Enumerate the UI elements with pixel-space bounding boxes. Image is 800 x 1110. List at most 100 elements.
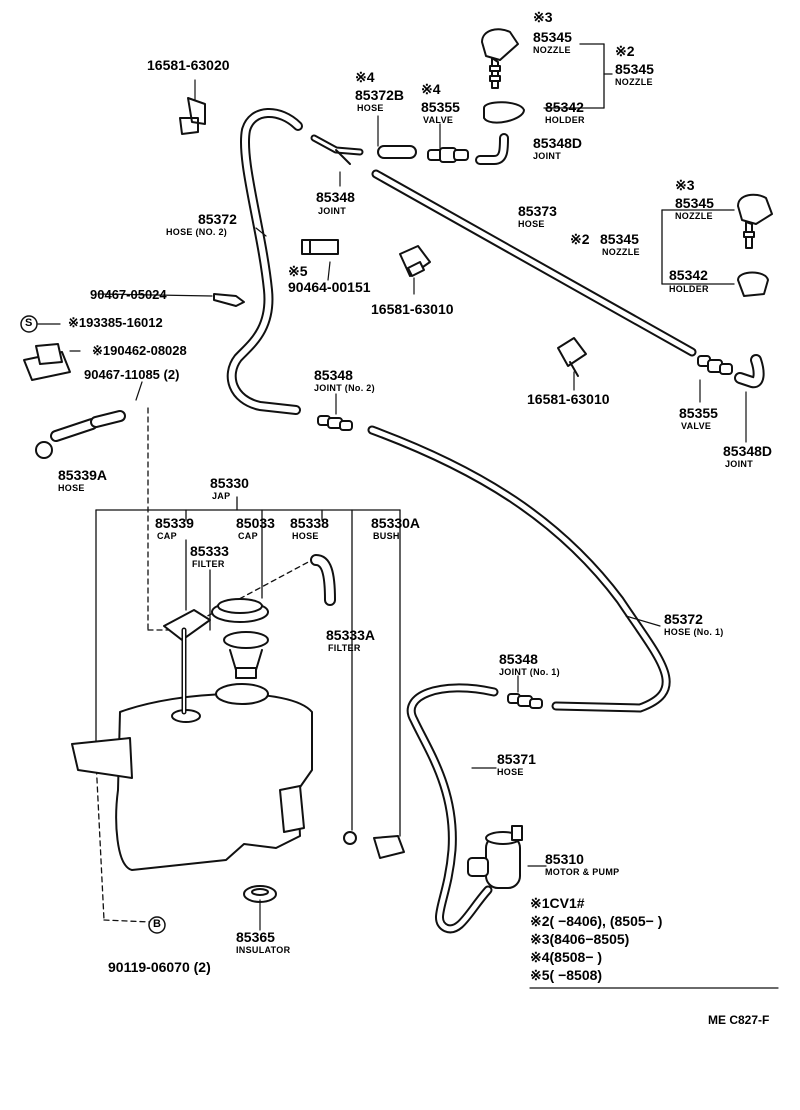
label-90467-11085: 90467-11085 (2) (84, 367, 180, 382)
assembly-lines (95, 496, 401, 837)
label-85342-right: 85342 (669, 267, 708, 283)
label-85348-no2: 85348 (314, 367, 353, 383)
label-16581-63010a: 16581-63010 (371, 301, 454, 317)
clip-90467-05024 (213, 293, 245, 307)
name-85372B: HOSE (357, 103, 384, 113)
label-85330A: 85330A (371, 515, 421, 531)
label-85372-no1: 85372 (664, 611, 703, 627)
legend-line-1: ※1CV1# (530, 895, 585, 911)
label-85355-top: 85355 (421, 99, 460, 115)
label-85345-top: 85345 (533, 29, 572, 45)
label-90467-05024: 90467-05024 (90, 287, 167, 302)
label-85339: 85339 (155, 515, 194, 531)
label-193385: ※193385-16012 (68, 315, 163, 330)
label-85342-top: 85342 (545, 99, 584, 115)
name-85330A: BUSH (373, 531, 400, 541)
label-85365: 85365 (236, 929, 275, 945)
label-85355-right: 85355 (679, 405, 718, 421)
name-85355-top: VALVE (423, 115, 454, 125)
label-85373: 85373 (518, 203, 557, 219)
joint-85348D-top (475, 133, 509, 165)
symbol-b: B (153, 918, 161, 930)
label-85345-top2: 85345 (615, 61, 654, 77)
mark-85372B: ※4 (355, 69, 375, 85)
hose-85339A (35, 410, 126, 459)
bracket-right (661, 209, 735, 285)
name-85310: MOTOR & PUMP (545, 867, 620, 877)
label-90464: 90464-00151 (288, 279, 371, 295)
cap-85033 (211, 598, 269, 623)
clip-16581-63010a (399, 245, 431, 277)
hose-85372B (377, 145, 417, 159)
hose-85373 (371, 169, 697, 357)
label-90119: 90119-06070 (2) (108, 959, 211, 975)
label-85348-top: 85348 (316, 189, 355, 205)
valve-85355-top (427, 147, 469, 163)
name-85345-top: NOZZLE (533, 45, 571, 55)
clip-16581-63010b (557, 337, 587, 377)
label-85333: 85333 (190, 543, 229, 559)
name-85333: FILTER (192, 559, 225, 569)
symbol-circles (20, 315, 166, 934)
legend-line-2: ※2( −8406), (8505− ) (530, 913, 663, 929)
name-85033: CAP (238, 531, 258, 541)
mark-90464: ※5 (288, 263, 308, 279)
name-85339: CAP (157, 531, 177, 541)
clip-90464 (301, 239, 339, 255)
name-85333A: FILTER (328, 643, 361, 653)
mark-85345-top: ※3 (533, 9, 553, 25)
name-85371: HOSE (497, 767, 524, 777)
hose-85372-no1 (367, 425, 671, 713)
joint-85348D-right (734, 354, 765, 389)
label-85339A: 85339A (58, 467, 108, 483)
label-190462: ※190462-08028 (92, 343, 187, 358)
name-85372-no1: HOSE (No. 1) (664, 627, 724, 637)
legend-line-3: ※3(8406−8505) (530, 931, 630, 947)
joint-85348-no1 (507, 693, 543, 709)
label-85333A: 85333A (326, 627, 376, 643)
name-85339A: HOSE (58, 483, 85, 493)
name-85345-right2: NOZZLE (602, 247, 640, 257)
cap-85339 (163, 609, 211, 641)
symbol-s: S (25, 317, 33, 329)
legend-line-5: ※5( −8508) (530, 967, 603, 983)
label-85033: 85033 (236, 515, 275, 531)
name-85348D-right: JOINT (725, 459, 754, 469)
label-85310: 85310 (545, 851, 584, 867)
motor-pump-85310 (467, 825, 523, 889)
mark-85345-top2: ※2 (615, 43, 635, 59)
hose-85371 (406, 683, 499, 934)
name-85348-no1: JOINT (No. 1) (499, 667, 560, 677)
mark-85345-right2: ※2 (570, 231, 590, 247)
label-85348-no1: 85348 (499, 651, 538, 667)
name-85348D-top: JOINT (533, 151, 562, 161)
mark-85355-top: ※4 (421, 81, 441, 97)
name-85373: HOSE (518, 219, 545, 229)
bush-85330A (373, 835, 405, 859)
name-85372-no2: HOSE (NO. 2) (166, 227, 228, 237)
label-85372-no2: 85372 (198, 211, 237, 227)
label-85345-right2: 85345 (600, 231, 639, 247)
label-85345-right3: 85345 (675, 195, 714, 211)
filter-85333A (343, 831, 357, 845)
joint-85348-no2 (317, 415, 353, 431)
washer-tank (71, 627, 313, 871)
nozzle-85345-right (737, 193, 773, 297)
joint-85348-top (310, 134, 364, 165)
name-85348-top: JOINT (318, 206, 347, 216)
name-85330: JAP (212, 491, 231, 501)
hose-85338 (310, 554, 336, 606)
name-85342-right: HOLDER (669, 284, 709, 294)
label-85371: 85371 (497, 751, 536, 767)
label-85348D-top: 85348D (533, 135, 583, 151)
clip-16581-63020 (179, 79, 206, 135)
name-85345-top2: NOZZLE (615, 77, 653, 87)
bracket-190462 (23, 343, 71, 381)
name-85338: HOSE (292, 531, 319, 541)
label-85338: 85338 (290, 515, 329, 531)
hose-85372-no2 (226, 108, 303, 415)
name-85345-right3: NOZZLE (675, 211, 713, 221)
name-85348-no2: JOINT (No. 2) (314, 383, 375, 393)
nozzle-85345-top (481, 28, 525, 124)
